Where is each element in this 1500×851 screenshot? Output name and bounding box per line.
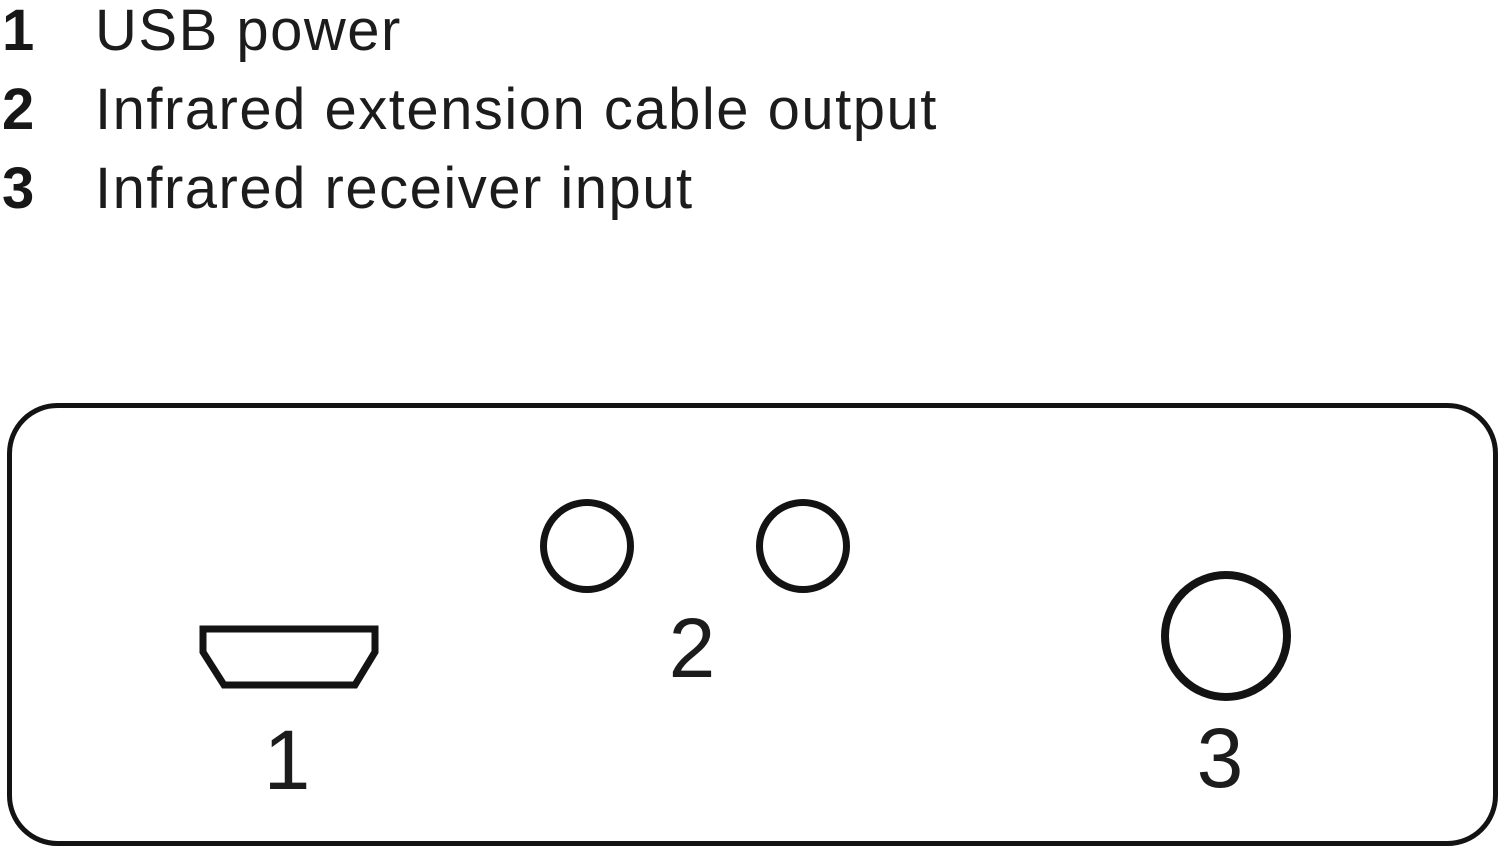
legend-item-number: 2	[2, 77, 35, 142]
port-label-ir-receiver-input: 3	[1197, 711, 1244, 805]
legend-item: 1 USB power	[2, 0, 938, 70]
mini-usb-port-icon	[199, 625, 379, 689]
legend-item-label: Infrared extension cable output	[95, 77, 938, 142]
legend-item: 3 Infrared receiver input	[2, 149, 938, 228]
device-panel-outline	[7, 403, 1498, 846]
ir-receiver-input-jack-icon	[1161, 571, 1291, 701]
legend: 1 USB power 2 Infrared extension cable o…	[2, 0, 938, 228]
legend-item: 2 Infrared extension cable output	[2, 70, 938, 149]
legend-item-number: 1	[2, 0, 35, 63]
ir-extension-output-jack-left-icon	[540, 499, 634, 593]
legend-item-label: USB power	[95, 0, 402, 63]
legend-item-number: 3	[2, 156, 35, 221]
port-label-ir-extension-output: 2	[669, 601, 716, 695]
ir-extension-output-jack-right-icon	[756, 499, 850, 593]
legend-item-label: Infrared receiver input	[95, 156, 694, 221]
port-label-usb-power: 1	[264, 713, 311, 807]
